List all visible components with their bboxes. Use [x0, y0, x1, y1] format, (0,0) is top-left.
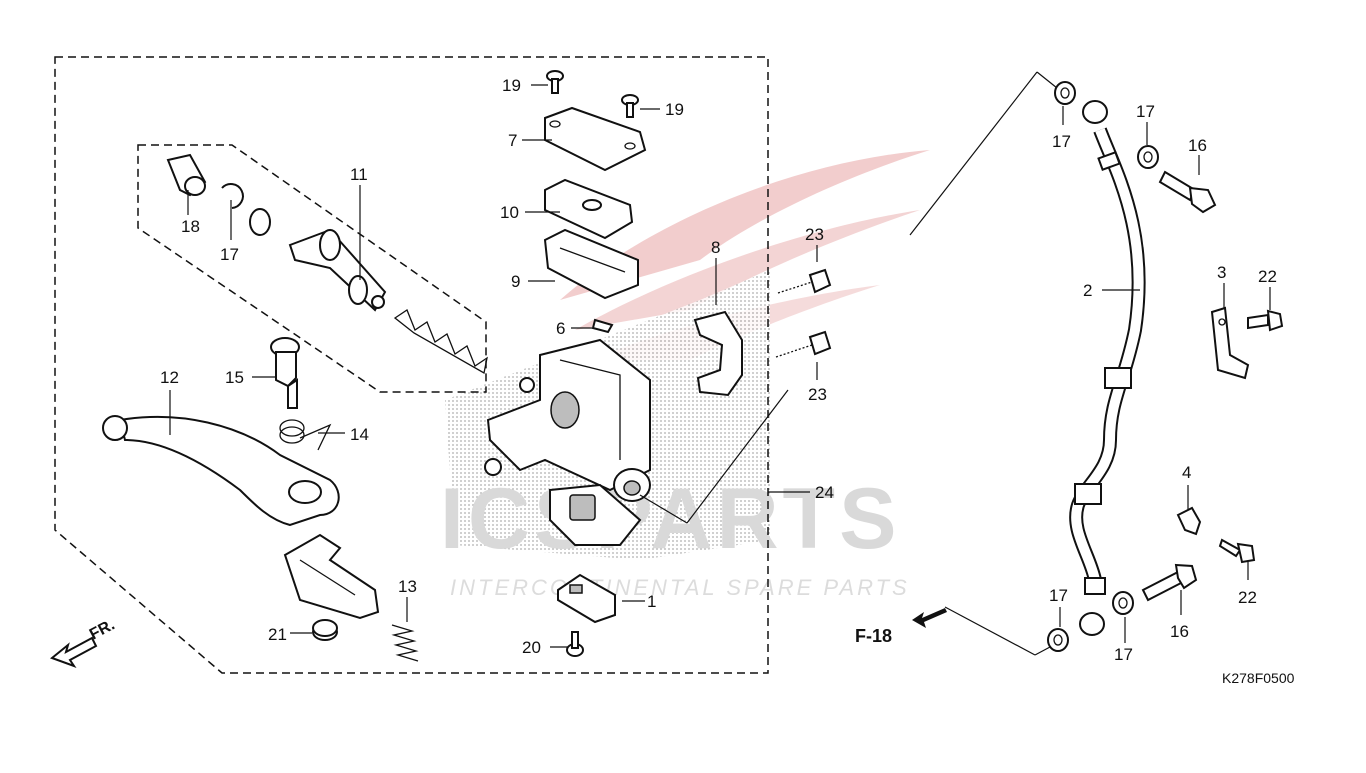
part-3-hose-bracket[interactable] [1210, 306, 1250, 380]
callout-23-a: 23 [805, 225, 824, 244]
callout-9: 9 [511, 272, 520, 291]
diagram-code: K278F0500 [1222, 670, 1295, 686]
piston[interactable] [288, 228, 387, 312]
piston-spring[interactable] [393, 309, 488, 375]
part-4-hose-clamp[interactable] [1176, 506, 1202, 536]
part-13-spring[interactable] [391, 624, 419, 662]
part-2-brake-hose[interactable] [1069, 100, 1146, 636]
callout-16-b: 16 [1170, 622, 1189, 641]
callout-21: 21 [268, 625, 287, 644]
callout-18: 17 [220, 245, 239, 264]
part-22-bolt-b[interactable] [1218, 538, 1256, 564]
part-23-bolt-b[interactable] [775, 330, 832, 358]
part-6-float-clip[interactable] [591, 318, 614, 334]
callout-22-b: 22 [1238, 588, 1257, 607]
callout-8: 8 [711, 238, 720, 257]
part-16-bolt-a[interactable] [1158, 170, 1217, 214]
callout-17-d: 17 [1114, 645, 1133, 664]
callout-labels: 18 17 11 12 15 14 21 13 19 19 7 10 9 6 8… [160, 76, 1277, 664]
part-19-screw-b[interactable] [621, 94, 639, 118]
part-18-circlip[interactable] [221, 183, 244, 209]
callout-2: 2 [1083, 281, 1092, 300]
part-17-washer-4[interactable] [1112, 591, 1134, 615]
part-17-washer-3[interactable] [1047, 628, 1069, 652]
callout-17-c: 17 [1049, 586, 1068, 605]
reference-label: F-18 [855, 626, 892, 646]
callout-22-a: 22 [1258, 267, 1277, 286]
reference-arrow-icon [912, 608, 947, 628]
assembly-outline-24 [54, 56, 769, 674]
watermark-tagline: INTERCONTINENTAL SPARE PARTS [450, 575, 910, 600]
part-23-bolt-a[interactable] [777, 268, 832, 294]
watermark-brand: ICSPARTS [440, 471, 900, 567]
washer[interactable] [249, 208, 271, 236]
callout-17-a: 17 [1052, 132, 1071, 151]
part-1-stop-switch[interactable] [557, 573, 616, 624]
part-5-boot[interactable] [166, 153, 207, 197]
callout-5: 18 [181, 217, 200, 236]
part-12-brake-lever[interactable] [102, 415, 340, 527]
callout-11: 11 [350, 165, 368, 184]
callout-14: 14 [350, 425, 369, 444]
callout-23-b: 23 [808, 385, 827, 404]
callout-4: 4 [1182, 463, 1191, 482]
front-direction-arrow-icon: FR. [49, 616, 118, 668]
callout-7: 7 [508, 131, 517, 150]
callout-13: 13 [398, 577, 417, 596]
part-17-washer-1[interactable] [1054, 81, 1076, 105]
leader-lines [169, 71, 1271, 656]
part-19-screw-a[interactable] [546, 70, 564, 94]
callout-20: 20 [522, 638, 541, 657]
part-22-bolt-a[interactable] [1247, 309, 1284, 332]
lever-bracket[interactable] [283, 533, 380, 620]
callout-19-b: 19 [665, 100, 684, 119]
callout-17-b: 17 [1136, 102, 1155, 121]
part-10-diaphragm-plate[interactable] [544, 178, 634, 240]
callout-16-a: 16 [1188, 136, 1207, 155]
callout-12: 12 [160, 368, 179, 387]
part-8-holder[interactable] [693, 310, 743, 397]
master-cylinder-body[interactable] [484, 338, 651, 546]
part-17-washer-2[interactable] [1137, 145, 1159, 169]
callout-3: 3 [1217, 263, 1226, 282]
callout-19-a: 19 [502, 76, 521, 95]
part-9-diaphragm[interactable] [543, 228, 639, 300]
part-15-pivot-bolt[interactable] [270, 337, 300, 409]
callout-1: 1 [647, 592, 656, 611]
callout-24: 24 [815, 483, 834, 502]
callout-6: 6 [556, 319, 565, 338]
part-20-screw[interactable] [566, 631, 584, 657]
callout-10: 10 [500, 203, 519, 222]
part-21-nut[interactable] [312, 619, 338, 641]
part-16-bolt-b[interactable] [1141, 563, 1198, 602]
callout-15: 15 [225, 368, 244, 387]
part-14-lever-spring[interactable] [279, 419, 332, 451]
kit-outline-11 [137, 144, 487, 393]
